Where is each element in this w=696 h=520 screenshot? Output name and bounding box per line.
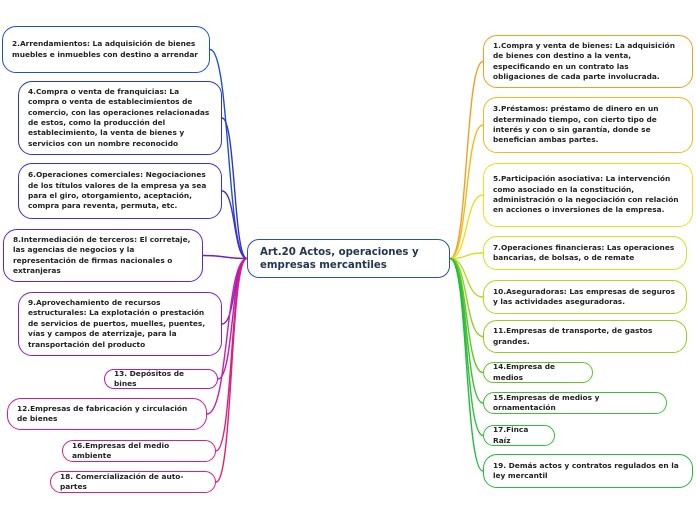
connector-line xyxy=(449,252,484,260)
branch-text: 6.Operaciones comerciales: Negociaciones… xyxy=(28,170,207,211)
branch-text: 18. Comercialización de auto-partes xyxy=(60,471,184,491)
branch-node-finca-raiz[interactable]: 17.Finca Raíz xyxy=(483,425,555,446)
branch-text: 4.Compra o venta de franquicias: La comp… xyxy=(28,86,210,148)
branch-text: 19. Demás actos y contratos regulados en… xyxy=(493,460,679,480)
branch-text: 13. Depósitos de bines xyxy=(114,368,184,388)
branch-text: 10.Aseguradoras: Las empresas de seguros… xyxy=(493,286,675,306)
branch-text: 15.Empresas de medios y ornamentación xyxy=(493,392,600,412)
connector-line xyxy=(449,257,484,472)
branch-node-operaciones-financieras[interactable]: 7.Operaciones financieras: Las operacion… xyxy=(483,236,687,270)
connector-line xyxy=(215,257,248,452)
branch-node-arrendamientos[interactable]: 2.Arrendamientos: La adquisición de bien… xyxy=(2,26,210,73)
branch-node-demas-actos[interactable]: 19. Demás actos y contratos regulados en… xyxy=(483,454,693,488)
branch-text: 11.Empresas de transporte, de gastos gra… xyxy=(493,326,653,346)
branch-text: 3.Préstamos: préstamo de dinero en un de… xyxy=(493,104,659,145)
branch-node-operaciones-comerciales[interactable]: 6.Operaciones comerciales: Negociaciones… xyxy=(18,163,222,219)
branch-node-auto-partes[interactable]: 18. Comercialización de auto-partes xyxy=(50,471,216,493)
branch-text: 14.Empresa de medios xyxy=(493,362,556,382)
branch-node-fabricacion[interactable]: 12.Empresas de fabricación y circulación… xyxy=(7,398,207,430)
branch-text: 1.Compra y venta de bienes: La adquisici… xyxy=(493,40,675,81)
connector-line xyxy=(209,48,248,260)
central-topic-text: Art.20 Actos, operaciones y empresas mer… xyxy=(260,246,419,271)
branch-node-aseguradoras[interactable]: 10.Aseguradoras: Las empresas de seguros… xyxy=(483,280,687,314)
connector-line xyxy=(449,194,484,260)
branch-text: 7.Operaciones financieras: Las operacion… xyxy=(493,242,675,262)
branch-node-recursos-estructurales[interactable]: 9.Aprovechamiento de recursos estructura… xyxy=(18,292,222,356)
branch-text: 2.Arrendamientos: La adquisición de bien… xyxy=(12,39,198,59)
branch-node-participacion[interactable]: 5.Participación asociativa: La intervenc… xyxy=(483,163,693,227)
branch-node-transporte[interactable]: 11.Empresas de transporte, de gastos gra… xyxy=(483,320,687,353)
connector-line xyxy=(449,257,484,437)
branch-node-depositos[interactable]: 13. Depósitos de bines xyxy=(104,369,218,389)
connector-line xyxy=(449,60,484,260)
connector-line xyxy=(202,254,248,260)
branch-node-medios[interactable]: 14.Empresa de medios xyxy=(483,362,593,383)
branch-node-compra-venta[interactable]: 1.Compra y venta de bienes: La adquisici… xyxy=(483,35,693,88)
branch-text: 8.Intermediación de terceros: El correta… xyxy=(13,234,191,275)
connector-line xyxy=(221,190,248,260)
branch-node-intermediacion[interactable]: 8.Intermediación de terceros: El correta… xyxy=(3,229,203,282)
branch-text: 9.Aprovechamiento de recursos estructura… xyxy=(28,297,206,349)
branch-text: 12.Empresas de fabricación y circulación… xyxy=(17,403,188,423)
connector-line xyxy=(215,257,248,483)
connector-line xyxy=(206,257,248,415)
branch-node-medios-ornamentacion[interactable]: 15.Empresas de medios y ornamentación xyxy=(483,392,667,414)
branch-node-prestamos[interactable]: 3.Préstamos: préstamo de dinero en un de… xyxy=(483,97,693,153)
branch-text: 16.Empresas del medio ambiente xyxy=(72,440,170,460)
branch-text: 17.Finca Raíz xyxy=(493,425,529,445)
branch-node-medio-ambiente[interactable]: 16.Empresas del medio ambiente xyxy=(62,440,216,462)
connector-line xyxy=(449,124,484,260)
central-topic[interactable]: Art.20 Actos, operaciones y empresas mer… xyxy=(247,239,450,278)
connector-line xyxy=(221,117,248,260)
branch-node-franquicias[interactable]: 4.Compra o venta de franquicias: La comp… xyxy=(18,81,222,155)
branch-text: 5.Participación asociativa: La intervenc… xyxy=(493,174,679,215)
connector-line xyxy=(449,257,484,404)
